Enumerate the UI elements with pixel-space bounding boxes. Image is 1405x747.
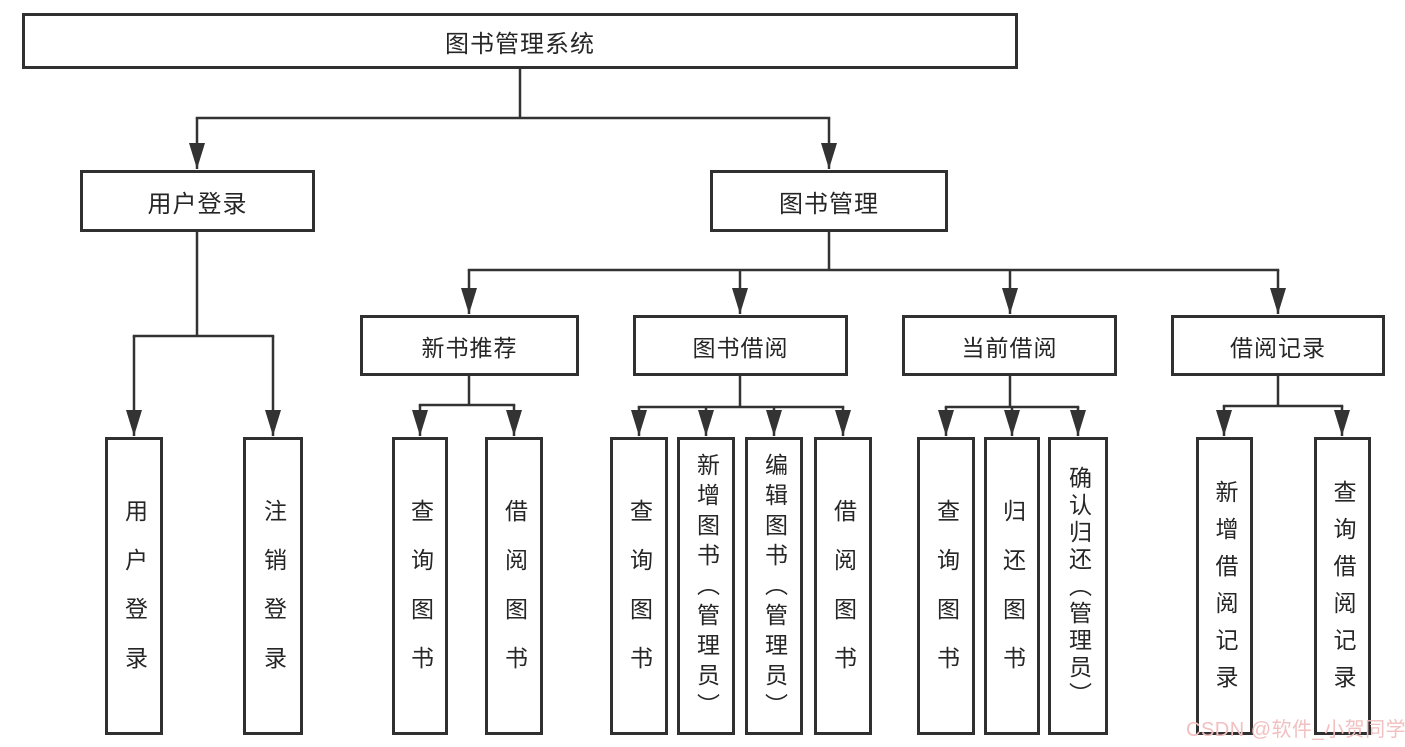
leaf-br-add-record: 新增借阅记录 (1196, 437, 1253, 735)
leaf-cb-confirm-return-admin: 确认归还（管理员） (1048, 437, 1108, 735)
leaf-label: 借阅图书 (830, 499, 857, 695)
node-book-management: 图书管理 (710, 170, 948, 232)
leaf-label: 查询图书 (407, 499, 434, 695)
leaf-label: 借阅图书 (501, 499, 528, 695)
leaf-bb-add-books-admin: 新增图书（管理员） (677, 437, 735, 735)
node-current-borrowing: 当前借阅 (902, 315, 1117, 376)
leaf-label: 查询图书 (933, 499, 960, 695)
node-borrowing-records: 借阅记录 (1171, 315, 1385, 376)
leaf-label: 新增图书（管理员） (693, 453, 720, 723)
leaf-cb-query-books: 查询图书 (917, 437, 975, 735)
leaf-bb-borrow-books: 借阅图书 (814, 437, 872, 735)
leaf-logout: 注销登录 (243, 437, 303, 735)
leaf-label: 编辑图书（管理员） (761, 453, 788, 723)
node-new-book-recommend: 新书推荐 (360, 315, 579, 376)
csdn-watermark: CSDN @软件_小贺同学 (1186, 719, 1405, 741)
leaf-label: 新增借阅记录 (1212, 480, 1238, 702)
leaf-label: 用户登录 (121, 499, 148, 695)
leaf-bb-query-books: 查询图书 (610, 437, 668, 735)
leaf-label: 查询图书 (626, 499, 653, 695)
leaf-label: 注销登录 (260, 499, 287, 695)
leaf-bb-edit-books-admin: 编辑图书（管理员） (745, 437, 803, 735)
leaf-br-query-record: 查询借阅记录 (1314, 437, 1371, 735)
node-book-borrowing: 图书借阅 (633, 315, 848, 376)
node-user-login: 用户登录 (80, 170, 315, 232)
leaf-label: 归还图书 (999, 499, 1026, 695)
leaf-cb-return-books: 归还图书 (984, 437, 1040, 735)
node-library-management-system: 图书管理系统 (22, 13, 1018, 69)
leaf-user-login: 用户登录 (105, 437, 163, 735)
leaf-label: 查询借阅记录 (1330, 480, 1356, 702)
leaf-rec-borrow-books: 借阅图书 (485, 437, 543, 735)
leaf-label: 确认归还（管理员） (1065, 465, 1092, 709)
leaf-rec-query-books: 查询图书 (392, 437, 448, 735)
